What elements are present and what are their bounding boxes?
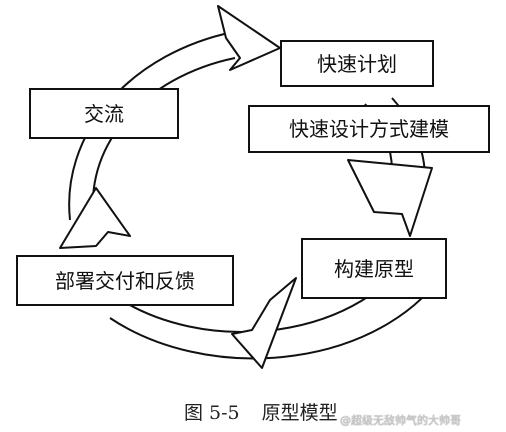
arrow-head-to-quick-plan [217,5,281,71]
node-quick-design-label: 快速设计方式建模 [289,117,449,141]
arrow-head-to-communicate [59,187,131,249]
figure-caption: 图 5-5 原型模型 [184,398,338,425]
node-build-prototype-label: 构建原型 [334,256,414,281]
node-deploy-feedback: 部署交付和反馈 [16,255,234,306]
cycle-ring-lower-outer [109,269,446,360]
arrow-head-to-build-prototype [347,159,433,237]
figure-number: 图 5-5 [184,402,240,424]
cycle-ring-inner [91,57,236,231]
figure-title: 原型模型 [261,402,338,424]
arrow-head-to-deploy [231,277,297,369]
watermark: @超级无敌帅气的大帅哥 [340,414,461,427]
node-deploy-feedback-label: 部署交付和反馈 [55,268,195,293]
node-communicate-label: 交流 [84,101,124,126]
node-communicate: 交流 [29,88,179,139]
node-quick-plan-label: 快速计划 [317,51,397,76]
node-quick-plan: 快速计划 [280,40,434,87]
node-build-prototype: 构建原型 [301,238,447,299]
node-quick-design: 快速设计方式建模 [248,105,490,153]
